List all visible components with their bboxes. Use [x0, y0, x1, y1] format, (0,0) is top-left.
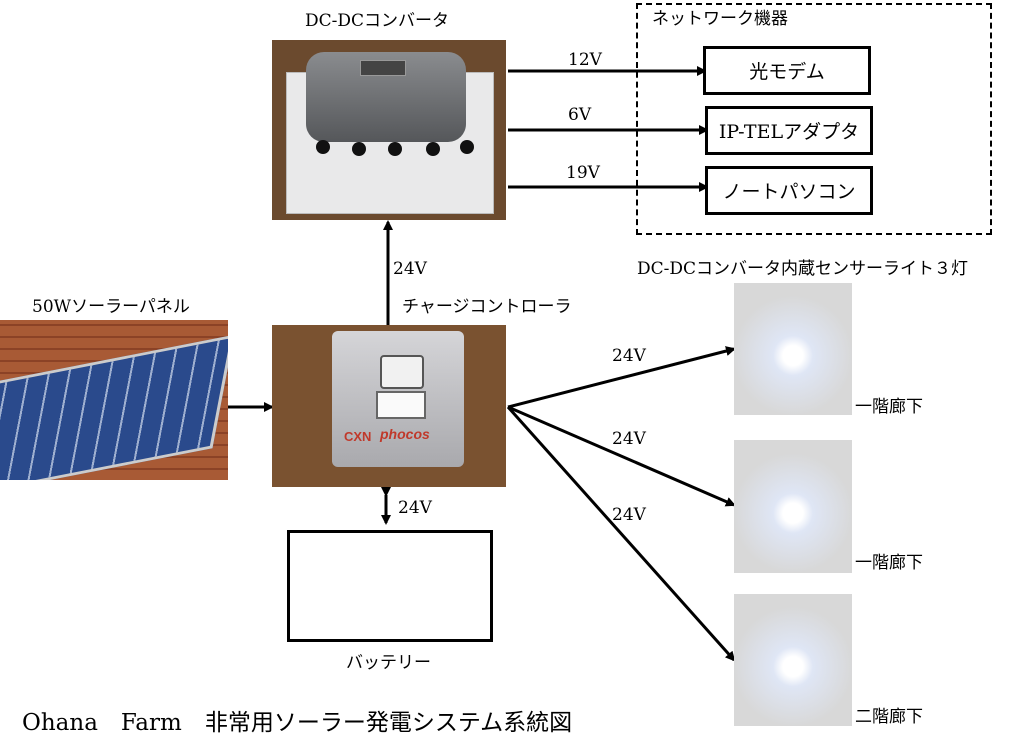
knob-5: [460, 140, 474, 154]
light-3-voltage: 24V: [612, 505, 646, 525]
solar-panel-photo: [0, 320, 228, 480]
light-3-photo: [734, 594, 852, 726]
voltage-laptop: 19V: [566, 163, 600, 183]
light-3-location: 二階廊下: [855, 707, 923, 727]
battery-voltage: 24V: [398, 498, 432, 518]
modem-box: 光モデム: [703, 46, 871, 95]
arrow-to-light-1: [507, 346, 736, 409]
controller-photo: CXN phocos: [272, 325, 506, 487]
controller-brand-left: CXN: [344, 429, 372, 444]
light-1-voltage: 24V: [612, 346, 646, 366]
controller-button: [376, 391, 426, 419]
arrow-to-light-2: [507, 405, 736, 507]
footer-title: Ohana Farm 非常用ソーラー発電システム系統図: [22, 710, 573, 736]
voltage-ip-tel: 6V: [568, 105, 592, 125]
controller-brand-right: phocos: [380, 426, 430, 442]
knob-4: [426, 142, 440, 156]
laptop-box: ノートパソコン: [705, 166, 873, 215]
network-title: ネットワーク機器: [652, 9, 788, 29]
light-2-photo: [734, 440, 852, 573]
converter-title: DC-DCコンバータ: [305, 11, 450, 31]
arrow-to-light-3: [506, 406, 736, 662]
voltage-modem: 12V: [568, 50, 602, 70]
lights-title: DC-DCコンバータ内蔵センサーライト３灯: [637, 259, 969, 279]
controller-label: チャージコントローラ: [402, 297, 572, 317]
voltage-to-converter: 24V: [393, 259, 427, 279]
ip-tel-box: IP-TELアダプタ: [705, 106, 873, 155]
light-1-location: 一階廊下: [855, 397, 923, 417]
light-2-location: 一階廊下: [855, 553, 923, 573]
converter-photo: [272, 40, 506, 220]
knob-2: [352, 142, 366, 156]
battery-label: バッテリー: [346, 653, 431, 673]
light-1-photo: [734, 283, 852, 415]
converter-display: [360, 60, 406, 76]
light-2-voltage: 24V: [612, 429, 646, 449]
controller-meter: [380, 355, 424, 389]
knob-1: [316, 140, 330, 154]
knob-3: [388, 142, 402, 156]
network-group: [636, 3, 992, 235]
battery-box: [287, 530, 493, 642]
solar-panel-label: 50Wソーラーパネル: [32, 297, 190, 317]
